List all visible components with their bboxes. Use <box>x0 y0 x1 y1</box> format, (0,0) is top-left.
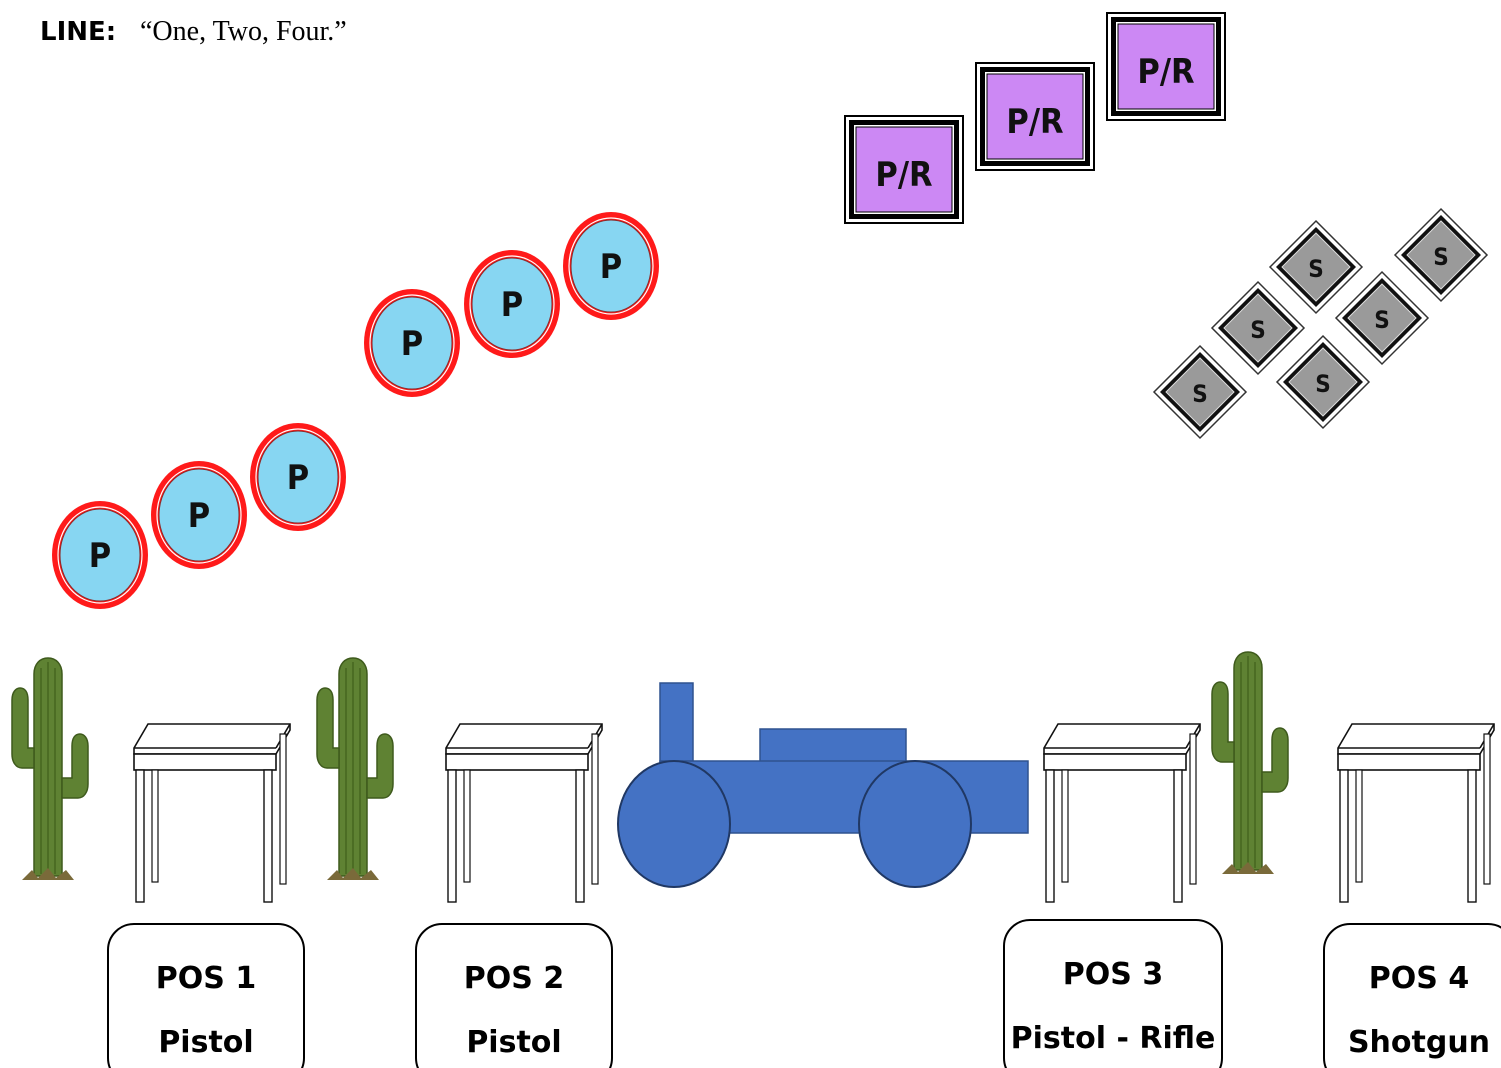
pistol-target-5: P <box>464 250 560 358</box>
pistol-target-label: P <box>401 324 423 364</box>
shooting-table-3 <box>1043 723 1201 903</box>
line-text: “One, Two, Four.” <box>140 16 347 47</box>
pistol-target-3: P <box>250 423 346 531</box>
shotgun-target-6: S <box>1275 334 1371 430</box>
position-weapon: Pistol - Rifle <box>1011 1021 1216 1056</box>
shotgun-target-label: S <box>1250 316 1266 344</box>
pistol-target-label: P <box>188 496 210 536</box>
pistol-target-label: P <box>600 247 622 287</box>
cactus-1 <box>11 657 89 881</box>
shotgun-target-2: S <box>1393 207 1489 303</box>
position-weapon: Pistol <box>466 1025 561 1060</box>
position-title: POS 3 <box>1063 957 1163 992</box>
positions: POS 1 Pistol POS 2 Pistol POS 3 Pistol - Rifl… <box>107 919 1501 1068</box>
position-weapon: Pistol <box>158 1025 253 1060</box>
shotgun-target-1: S <box>1268 219 1364 315</box>
shotgun-target-label: S <box>1374 306 1390 334</box>
pistol-target-label: P <box>287 458 309 498</box>
line-label: LINE: <box>40 17 116 47</box>
pistol-target-label: P <box>501 285 523 325</box>
shotgun-targets: S S S S S S <box>1152 207 1489 440</box>
position-title: POS 4 <box>1369 961 1469 996</box>
pistol-rifle-target-label: P/R <box>1006 102 1063 142</box>
pistol-rifle-target-label: P/R <box>1137 52 1194 92</box>
pistol-target-label: P <box>89 536 111 576</box>
position-box-4: POS 4 Shotgun <box>1323 923 1501 1068</box>
position-title: POS 2 <box>464 961 564 996</box>
pistol-rifle-target-3: P/R <box>1106 12 1226 121</box>
position-title: POS 1 <box>156 961 256 996</box>
position-box-3: POS 3 Pistol - Rifle <box>1003 919 1223 1068</box>
line-instruction: LINE: “One, Two, Four.” <box>40 16 347 47</box>
pistol-rifle-target-2: P/R <box>975 62 1095 171</box>
shooting-table-4 <box>1337 723 1495 903</box>
pistol-targets: P P P P P P <box>52 212 659 609</box>
position-weapon: Shotgun <box>1348 1025 1490 1060</box>
shotgun-target-3: S <box>1210 280 1306 376</box>
shotgun-target-4: S <box>1334 270 1430 366</box>
pistol-target-1: P <box>52 501 148 609</box>
pistol-target-6: P <box>563 212 659 320</box>
wagon <box>617 682 1029 888</box>
pistol-rifle-targets: P/R P/R P/R <box>844 12 1226 224</box>
shotgun-target-5: S <box>1152 344 1248 440</box>
shotgun-target-label: S <box>1308 255 1324 283</box>
shotgun-target-label: S <box>1192 380 1208 408</box>
pistol-target-2: P <box>151 461 247 569</box>
pistol-rifle-target-label: P/R <box>875 155 932 195</box>
pistol-target-4: P <box>364 289 460 397</box>
shooting-table-1 <box>133 723 291 903</box>
cactus-3 <box>1211 651 1289 875</box>
shotgun-target-label: S <box>1433 243 1449 271</box>
position-box-2: POS 2 Pistol <box>415 923 613 1068</box>
pistol-rifle-target-1: P/R <box>844 115 964 224</box>
cactus-2 <box>316 657 394 881</box>
shotgun-target-label: S <box>1315 370 1331 398</box>
position-box-1: POS 1 Pistol <box>107 923 305 1068</box>
shooting-table-2 <box>445 723 603 903</box>
